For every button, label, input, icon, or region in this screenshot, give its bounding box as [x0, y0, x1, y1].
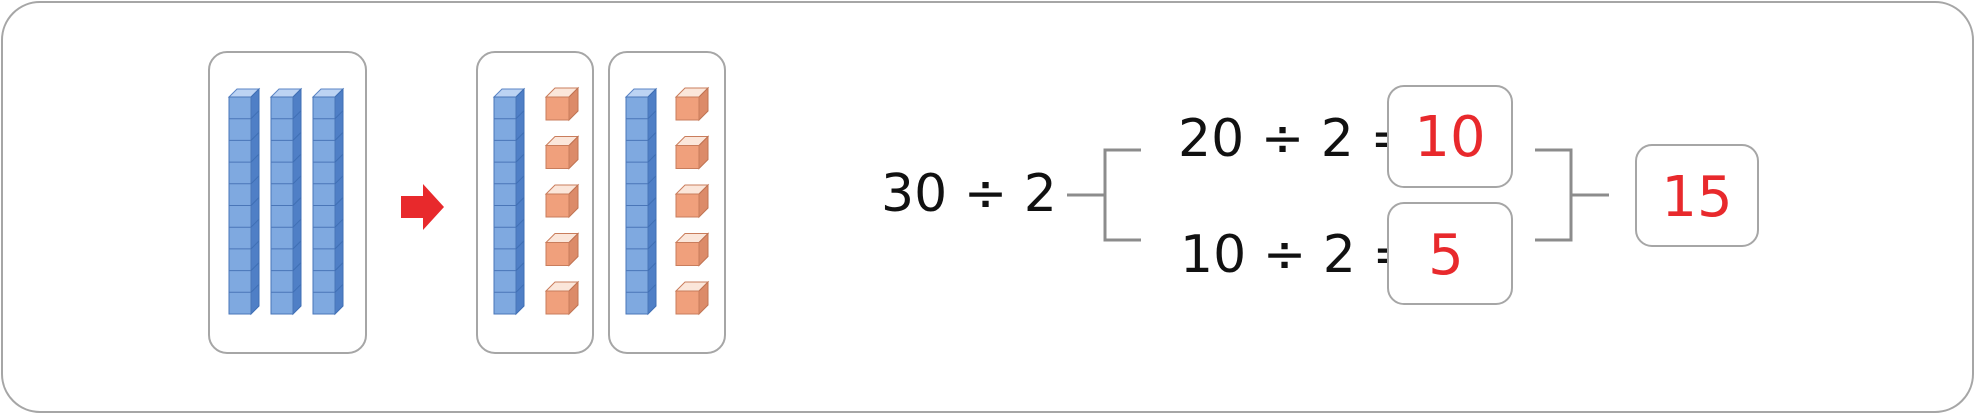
equation-2-expression: 10 ÷ 2 =: [1180, 225, 1416, 285]
answer-2: 5: [1428, 223, 1464, 288]
tens-rod: [492, 87, 526, 316]
blocks-layer: [227, 86, 710, 316]
tens-rod: [624, 87, 658, 316]
unit-cube: [674, 86, 710, 122]
unit-cube: [544, 135, 580, 170]
unit-cube: [674, 280, 710, 316]
left-expression: 30 ÷ 2: [881, 164, 1057, 224]
unit-cube: [674, 232, 710, 267]
unit-cube: [544, 280, 580, 316]
left-bracket: [1067, 148, 1141, 242]
unit-cube: [544, 86, 580, 122]
unit-cube: [544, 232, 580, 267]
equation-1-expression: 20 ÷ 2 =: [1178, 109, 1414, 169]
right-arrow-icon: [401, 184, 444, 230]
right-bracket: [1535, 148, 1609, 242]
tens-rod: [227, 87, 261, 316]
unit-cube: [674, 183, 710, 219]
tens-rod: [311, 87, 345, 316]
answer-box-2: [1387, 202, 1513, 305]
answer-1: 10: [1414, 105, 1485, 170]
total-answer: 15: [1661, 165, 1732, 230]
tens-rod: [269, 87, 303, 316]
unit-cube: [544, 183, 580, 219]
unit-cube: [674, 135, 710, 170]
total-answer-box: [1635, 144, 1759, 247]
answer-box-1: [1387, 85, 1513, 188]
